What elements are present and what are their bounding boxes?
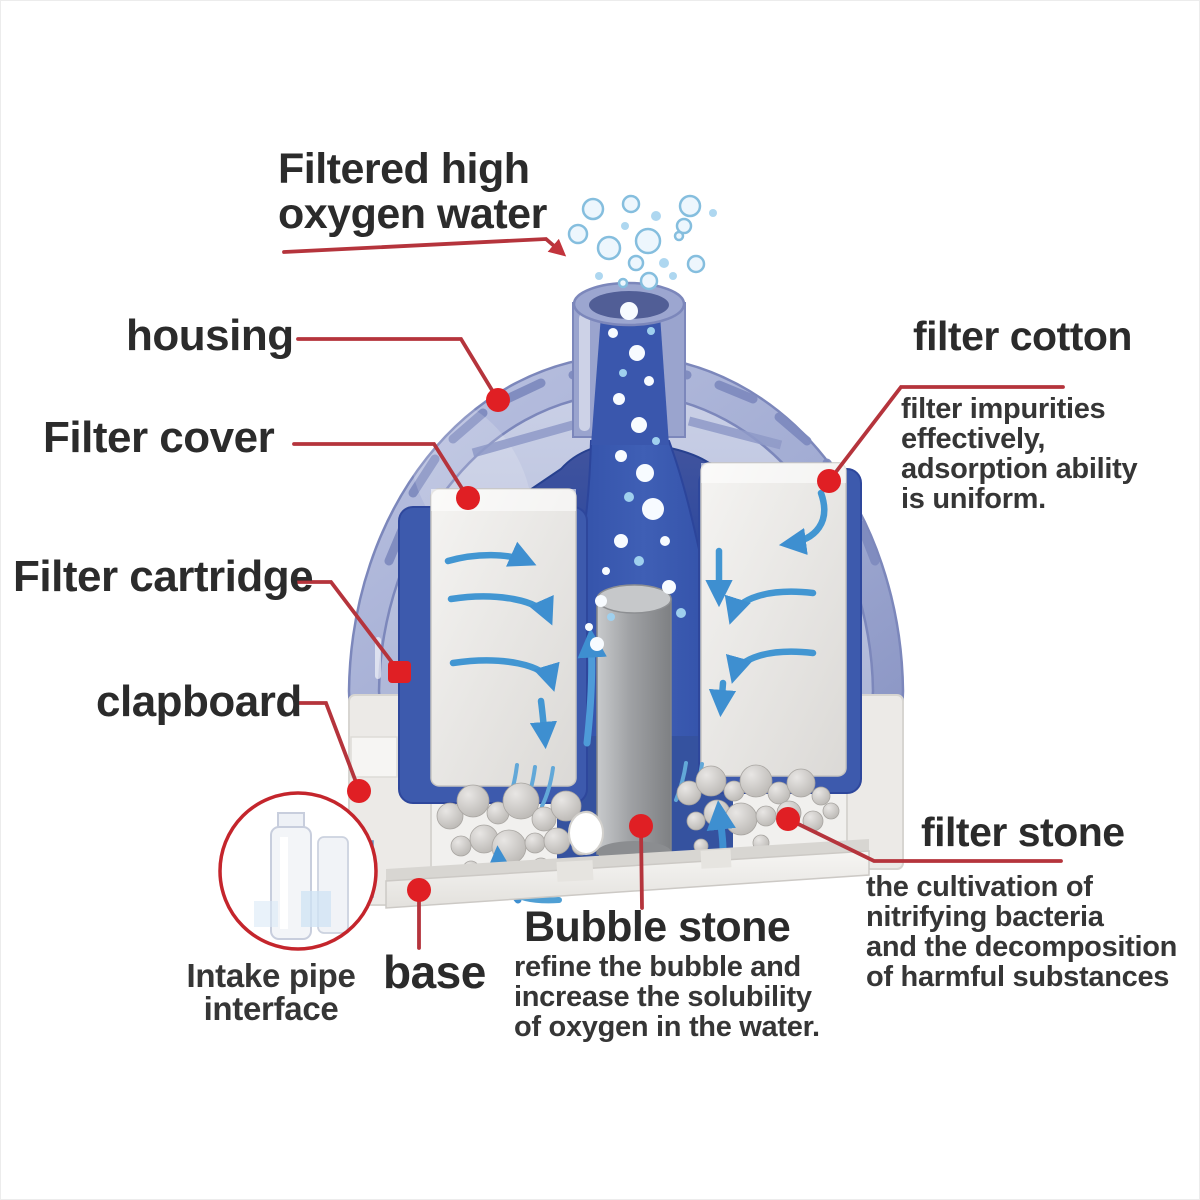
- filter-cartridge-dot: [388, 661, 411, 683]
- desc-filter-stone-line4: of harmful substances: [866, 961, 1170, 993]
- filter-cotton-leader: [827, 385, 1065, 483]
- bubble-stone-leader: [639, 826, 644, 910]
- desc-filter-stone-line2: nitrifying bacteria: [866, 901, 1104, 933]
- housing-leader: [296, 337, 500, 402]
- filtered-water-arrow: [282, 237, 567, 257]
- desc-filter-stone-line3: and the decomposition: [866, 931, 1178, 963]
- leader-dots: [347, 388, 841, 902]
- intake-magnifier: [218, 791, 378, 951]
- filter-cover-dot: [456, 486, 480, 510]
- label-filtered-water-line2: oxygen water: [278, 189, 547, 238]
- label-filter-cartridge: Filter cartridge: [13, 552, 314, 601]
- filter-cartridge-leader: [294, 580, 399, 671]
- label-filter-cover: Filter cover: [43, 413, 275, 462]
- clapboard-leader: [294, 701, 361, 792]
- desc-filter-cotton-line1: filter impurities: [901, 393, 1106, 425]
- label-filter-cotton: filter cotton: [913, 313, 1132, 359]
- pillar-hole: [568, 811, 604, 855]
- desc-filter-stone-line1: the cultivation of: [866, 871, 1093, 903]
- filter-cover-leader: [292, 442, 470, 500]
- label-base: base: [383, 946, 486, 998]
- base-dot: [407, 878, 431, 902]
- filter-cotton-dot: [817, 469, 841, 493]
- label-filtered-water: Filtered high oxygen water: [278, 147, 547, 236]
- leader-lines: [282, 237, 1065, 950]
- label-intake-line2: interface: [203, 990, 339, 1027]
- desc-filter-stone: the cultivation of nitrifying bacteria a…: [866, 872, 1177, 992]
- bubble-stone-dot: [629, 814, 653, 838]
- bubbles-outflow: [567, 194, 717, 291]
- desc-filter-cotton-line3: adsorption ability: [901, 453, 1138, 485]
- outlet-tube: [572, 281, 686, 445]
- label-filtered-water-line1: Filtered high: [278, 145, 530, 193]
- housing-dot: [486, 388, 510, 412]
- desc-bubble-stone-line3: of oxygen in the water.: [514, 1011, 820, 1043]
- base-front-beam: [385, 839, 870, 909]
- filter-stone-leader: [786, 817, 1063, 863]
- filter-cartridge-right: [698, 462, 862, 794]
- label-clapboard: clapboard: [96, 677, 302, 726]
- desc-bubble-stone-line1: refine the bubble and: [514, 951, 801, 983]
- label-intake-pipe-interface: Intake pipe interface: [161, 959, 381, 1025]
- desc-filter-cotton-line4: is uniform.: [901, 483, 1046, 515]
- filter-stone-dot: [776, 807, 800, 831]
- label-intake-line1: Intake pipe: [186, 957, 356, 994]
- desc-filter-cotton: filter impurities effectively, adsorptio…: [901, 393, 1138, 515]
- desc-bubble-stone-line2: increase the solubility: [514, 981, 812, 1013]
- filter-cartridge-left: [398, 488, 588, 804]
- flow-arrows: [444, 489, 828, 750]
- label-housing: housing: [126, 311, 294, 360]
- label-bubble-stone: Bubble stone: [524, 903, 791, 951]
- desc-filter-cotton-line2: effectively,: [901, 423, 1046, 455]
- label-filter-stone: filter stone: [921, 809, 1125, 855]
- clapboard-dot: [347, 779, 371, 803]
- desc-bubble-stone: refine the bubble and increase the solub…: [514, 952, 820, 1042]
- bubbles-in-tube: [585, 302, 686, 651]
